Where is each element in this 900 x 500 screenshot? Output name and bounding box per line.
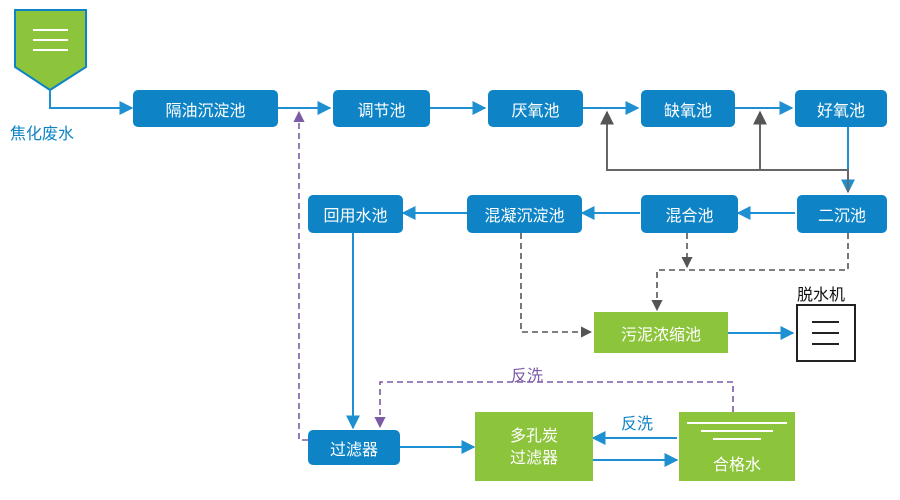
clean-water-tank[interactable]: 合格水 bbox=[679, 412, 795, 481]
backwash-label-right: 反洗 bbox=[621, 414, 654, 433]
backwash-clean-to-filter bbox=[374, 381, 734, 429]
backwash-filter-to-oil-sep bbox=[293, 110, 308, 441]
return-lines bbox=[600, 110, 849, 192]
box-lines-icon bbox=[796, 304, 856, 362]
main-flow-arrows bbox=[49, 90, 855, 467]
secondary-clarifier[interactable]: 二沉池 bbox=[797, 195, 887, 233]
arrow-source-to-oil-sep bbox=[49, 90, 134, 115]
porous-carbon-filter[interactable]: 多孔炭 过滤器 bbox=[475, 412, 593, 481]
porous-carbon-filter-line1: 多孔炭 bbox=[509, 425, 558, 445]
anoxic-tank[interactable]: 缺氧池 bbox=[641, 90, 735, 127]
sludge-from-coag bbox=[520, 233, 593, 338]
water-lines-icon bbox=[687, 422, 787, 440]
funnel-icon bbox=[14, 9, 87, 92]
mixing-tank[interactable]: 混合池 bbox=[641, 195, 738, 233]
filter[interactable]: 过滤器 bbox=[308, 430, 400, 465]
anaerobic-tank[interactable]: 厌氧池 bbox=[488, 90, 583, 127]
backwash-label-top: 反洗 bbox=[511, 366, 544, 385]
porous-carbon-filter-line2: 过滤器 bbox=[509, 447, 558, 467]
sludge-from-secondary bbox=[651, 233, 849, 312]
oil-separation-tank[interactable]: 隔油沉淀池 bbox=[133, 90, 278, 127]
coagulation-sedimentation-tank[interactable]: 混凝沉淀池 bbox=[467, 195, 582, 233]
clean-water-label: 合格水 bbox=[712, 455, 761, 474]
sludge-thickening-tank[interactable]: 污泥浓缩池 bbox=[594, 312, 728, 353]
dewatering-machine-label: 脱水机 bbox=[797, 285, 846, 304]
aerobic-tank[interactable]: 好氧池 bbox=[795, 90, 887, 127]
sludge-dashed-lines bbox=[520, 233, 849, 338]
source-label: 焦化废水 bbox=[10, 124, 75, 143]
regulating-tank[interactable]: 调节池 bbox=[333, 90, 430, 127]
return-to-anaerobic bbox=[600, 110, 849, 192]
reuse-water-tank[interactable]: 回用水池 bbox=[308, 195, 403, 233]
backwash-dashed-lines bbox=[293, 110, 734, 441]
